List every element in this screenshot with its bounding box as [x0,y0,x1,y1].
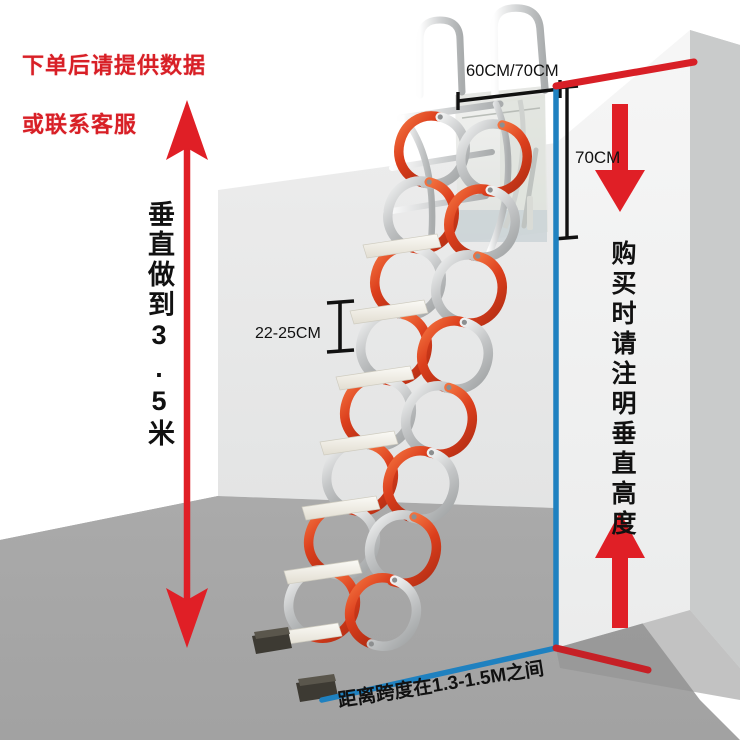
vertical-height-label: 垂直做到3.5米 [144,200,174,449]
promo-line-1: 下单后请提供数据 [22,53,207,79]
wall-edge-red-lines [552,58,698,674]
step-spacing-dimension-line [326,299,355,354]
right-wall-shadow [556,610,740,700]
scissor-ladder-body [252,107,535,702]
vertical-height-double-arrow [166,100,208,648]
ladder-steps [263,233,442,648]
promo-text: 下单后请提供数据 或联系客服 [22,22,206,139]
floor-span-blue-line [319,645,559,703]
up-arrow [595,512,645,628]
promo-line-2: 或联系客服 [22,111,138,137]
step-spacing-label: 22-25CM [255,325,321,342]
handrail-back [416,16,466,99]
down-arrow [595,104,645,212]
opening-depth-label: 70CM [575,148,621,167]
bottom-edge-red-line [552,644,652,674]
floor-left [0,496,218,740]
handrail-front [490,4,549,100]
opening-width-label: 60CM/70CM [466,62,559,80]
right-wall-face [556,30,690,648]
ladder-feet [252,627,338,702]
span-dimension-lines [319,83,559,703]
purchase-note-label: 购买时请注明垂直高度 [608,240,636,540]
top-edge-red-line [552,58,698,90]
right-wall-side [690,30,740,668]
ladder-handrails [416,4,549,100]
